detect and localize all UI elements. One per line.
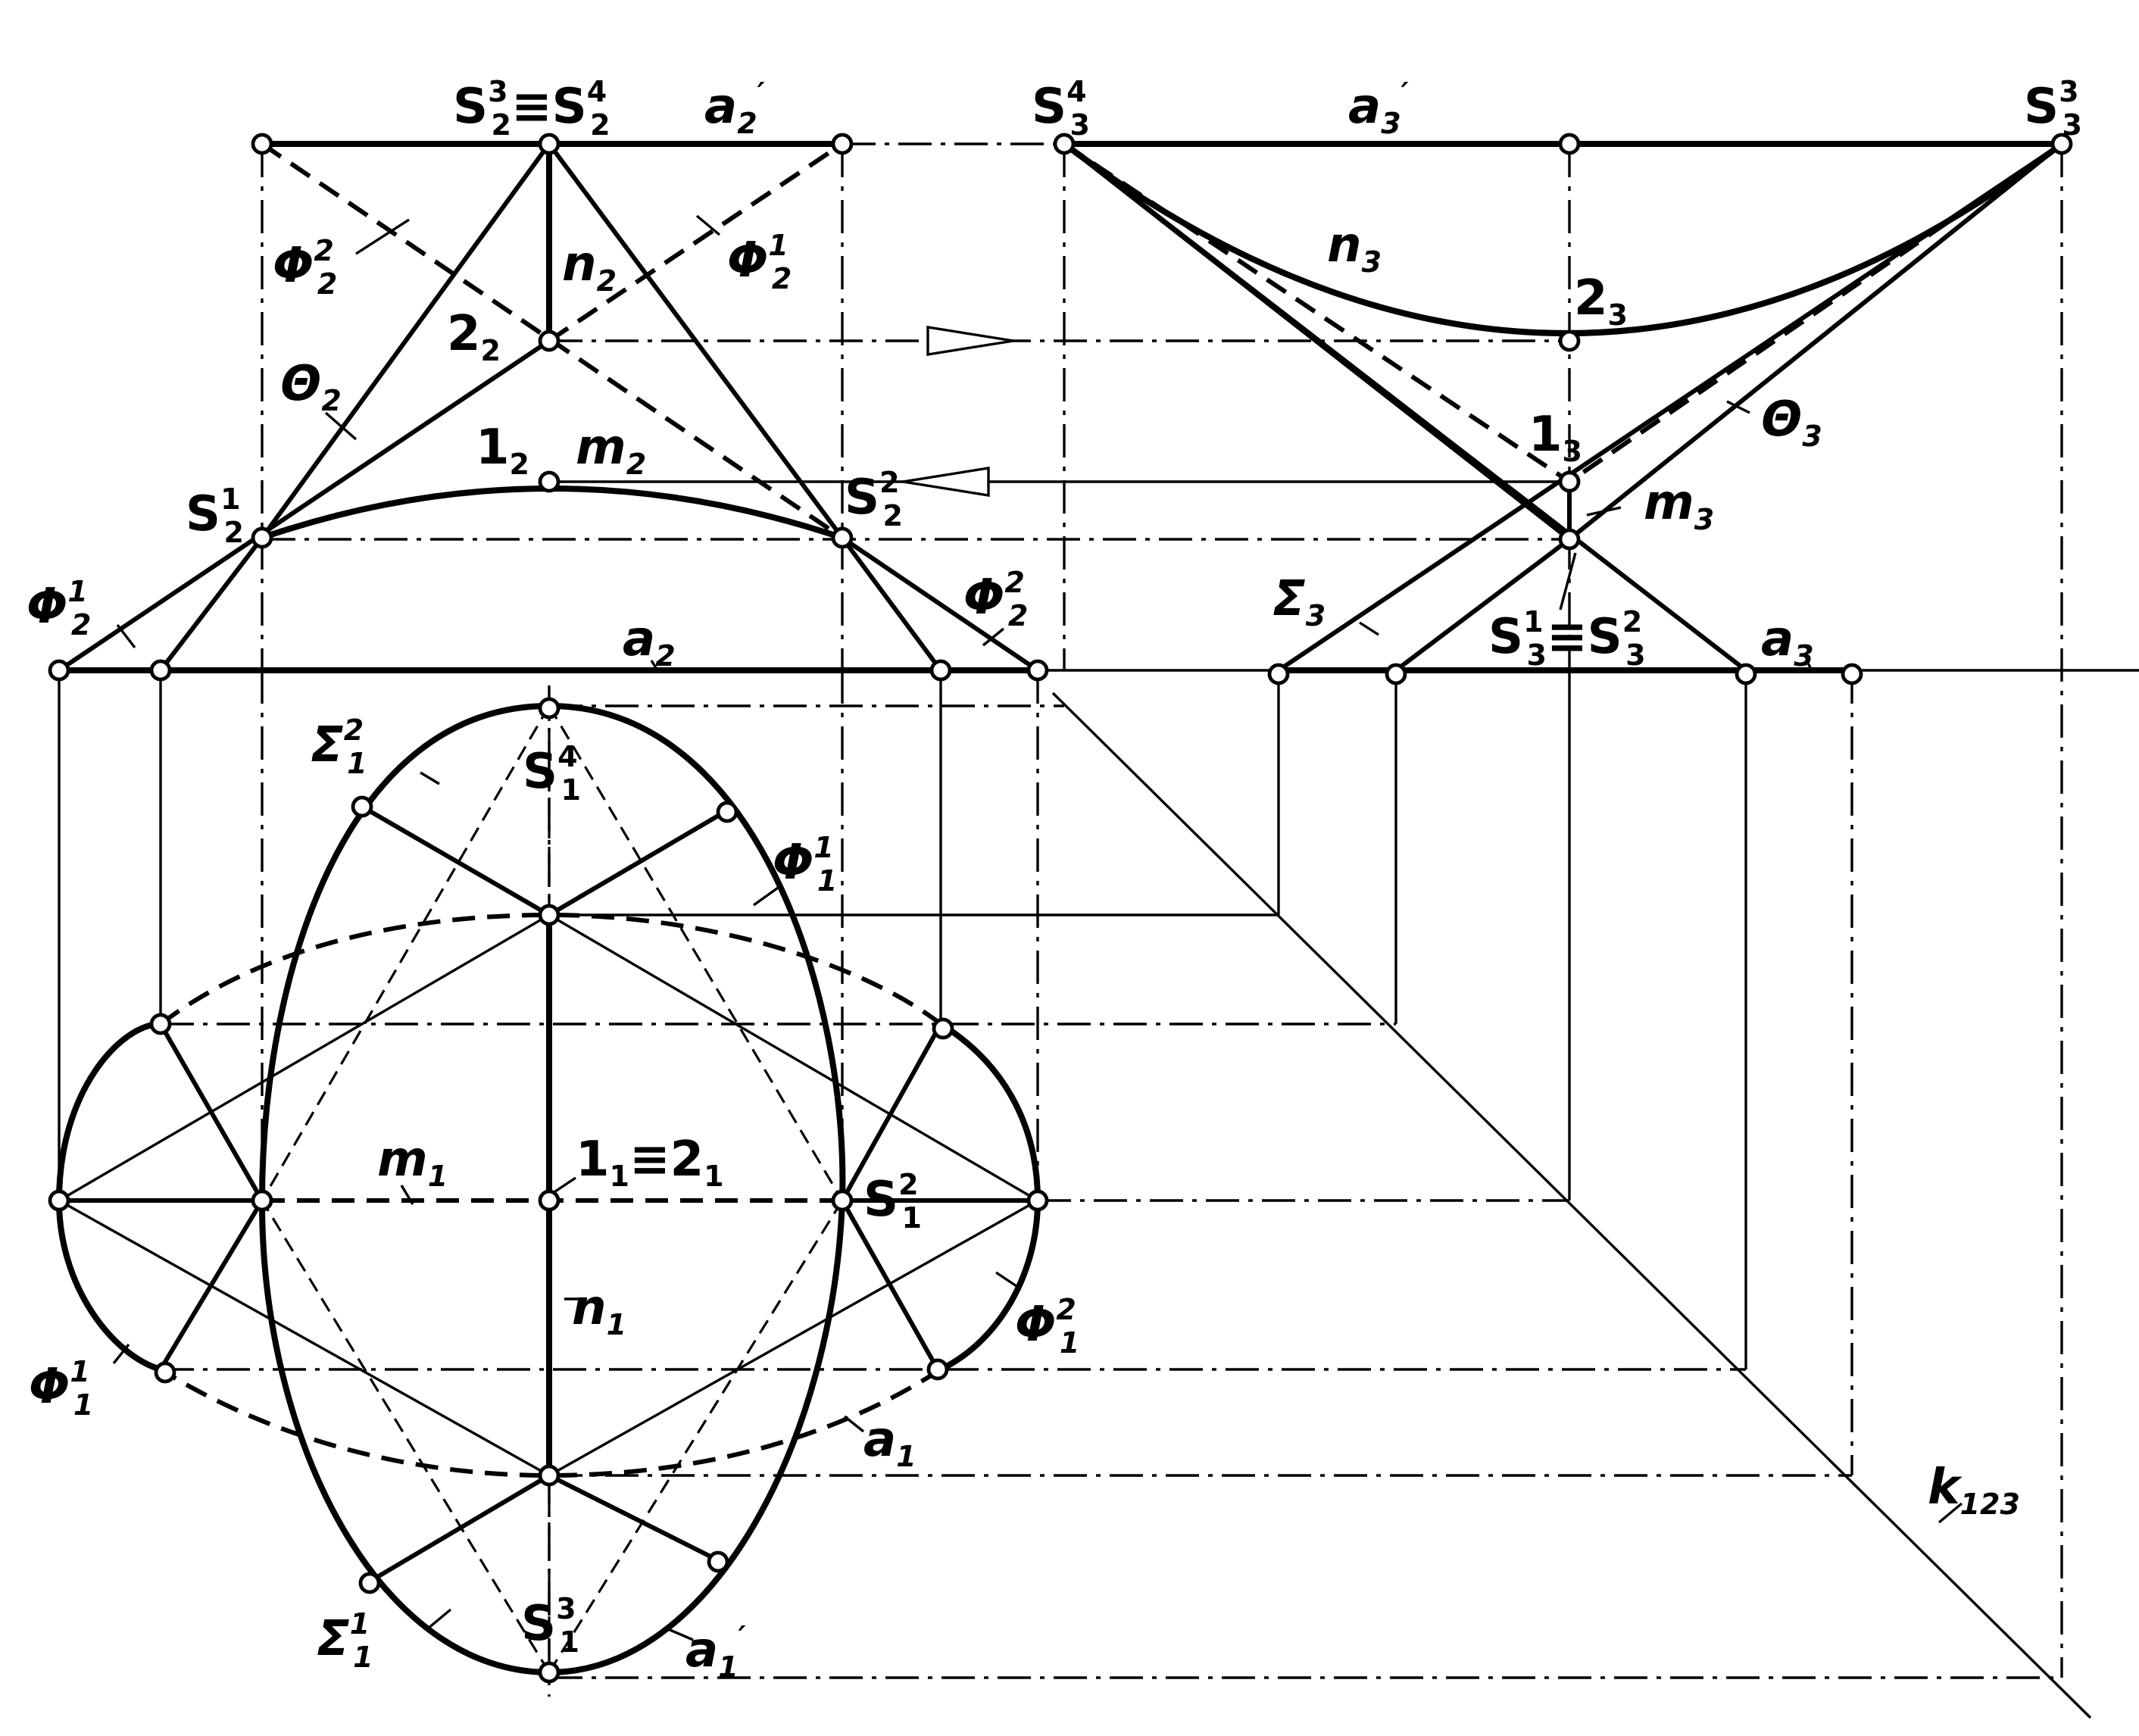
label-a1: a1 (863, 1412, 916, 1473)
label-m3: m3 (1644, 475, 1714, 536)
label-a3: a3 (1761, 611, 1814, 673)
front-view (56, 141, 1041, 673)
label-k123: k123 (1928, 1460, 2020, 1521)
points (48, 133, 2073, 1684)
side-view (1038, 141, 2139, 673)
arrows (902, 326, 1014, 497)
label-1-1-2-1: 11≡21 (576, 1132, 724, 1193)
label-sigma3: Σ3 (1272, 571, 1326, 632)
label-theta2: Θ2 (280, 356, 342, 417)
label-point-1-2: 12 (476, 420, 529, 481)
label-n2: n2 (562, 236, 617, 298)
label-m1: m1 (377, 1132, 448, 1193)
label-n3: n3 (1327, 217, 1382, 279)
label-a2: a2 (623, 611, 676, 673)
label-point-1-3: 13 (1529, 407, 1582, 468)
label-a1-prime: a1′ (685, 1620, 746, 1684)
label-theta3: Θ3 (1761, 392, 1822, 453)
label-a3-prime: a3′ (1348, 76, 1409, 140)
label-m2: m2 (576, 420, 646, 481)
label-point-2-3: 23 (1574, 270, 1628, 332)
leader-lines (112, 214, 1813, 1641)
label-point-2-2: 22 (447, 306, 501, 367)
projection-lines (58, 142, 2092, 1719)
label-a2-prime: a2′ (704, 76, 765, 140)
label-n1: n1 (572, 1280, 626, 1341)
